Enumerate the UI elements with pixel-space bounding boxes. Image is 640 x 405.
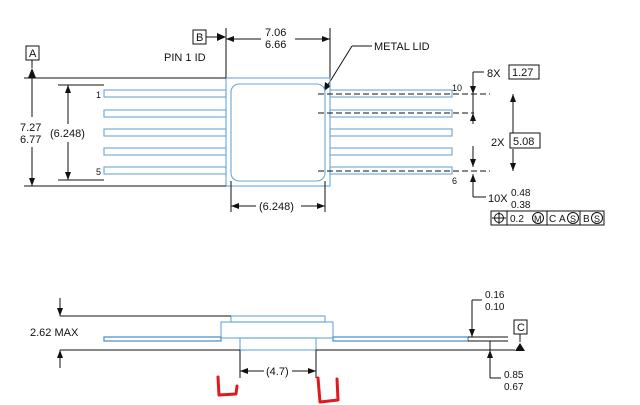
mmc-circle-icon	[532, 212, 544, 224]
inner-height-arrow-top	[65, 85, 71, 93]
height-max: 7.27	[20, 122, 41, 134]
datum-a-label: A	[29, 48, 37, 60]
metal-lid-label: METAL LID	[374, 41, 430, 53]
pin-10-label: 10	[452, 83, 462, 93]
lead-thk-max: 0.16	[485, 290, 505, 301]
height-arrow-bottom	[29, 178, 35, 186]
lead-thk-min: 0.10	[485, 302, 505, 313]
right-lead-centerlines	[318, 93, 490, 172]
fcf-m: M	[534, 214, 542, 224]
left-leads	[103, 89, 227, 175]
pitch-count: 8X	[487, 68, 501, 80]
datum-c-triangle	[515, 343, 525, 351]
side-view-body	[103, 315, 469, 351]
row-value-box	[509, 132, 541, 149]
body-height-arrow-top	[57, 308, 63, 316]
standoff-max: 0.85	[504, 370, 524, 381]
datum-b-label: B	[196, 32, 203, 44]
row-value: 5.08	[513, 136, 534, 148]
lead-count: 10X	[488, 193, 508, 205]
pin1-id-label: PIN 1 ID	[164, 52, 206, 64]
lead-width-max: 0.48	[511, 188, 531, 199]
inner-height-arrow-bottom	[65, 172, 71, 180]
inner-width-arrow-left	[231, 203, 239, 209]
lid-width-arrow-left	[226, 36, 234, 42]
base-width-arrow-left	[240, 368, 248, 374]
lead-width-min: 0.38	[511, 200, 531, 211]
body-height-label: 2.62 MAX	[30, 327, 79, 339]
fcf-datum-b: B	[583, 214, 590, 225]
pin-5-label: 5	[96, 167, 101, 177]
fcf-tolerance: 0.2	[510, 214, 524, 225]
fcf-datum-a: A	[559, 214, 566, 225]
pitch-value: 1.27	[512, 67, 533, 79]
inner-width-label: (6.248)	[259, 201, 294, 213]
standoff-min: 0.67	[504, 382, 524, 393]
right-leads	[329, 89, 453, 175]
pin-6-label: 6	[452, 176, 457, 186]
standoff-arrow	[487, 350, 493, 358]
lead-width-arrow-top	[470, 159, 476, 167]
package-body	[225, 77, 331, 187]
fcf-datum-c: C	[549, 214, 556, 225]
datum-a-triangle	[28, 68, 36, 78]
base-width-label: (4.7)	[266, 366, 289, 378]
inner-width-arrow-right	[317, 203, 325, 209]
row-count: 2X	[491, 137, 505, 149]
fcf-s-b: S	[594, 214, 600, 224]
red-markup-left	[216, 375, 239, 397]
feature-control-frame	[490, 210, 605, 226]
inner-height-label: (6.248)	[50, 128, 85, 140]
lead-width-arrow-bottom	[470, 174, 476, 182]
row-arrow-bottom	[510, 163, 516, 171]
pin-1-label: 1	[96, 90, 101, 100]
lid-width-arrow-right	[322, 36, 330, 42]
lid-width-min: 6.66	[265, 39, 286, 51]
pitch-value-box	[508, 64, 540, 80]
pitch-arrow-top	[470, 86, 476, 94]
lid-width-max: 7.06	[265, 27, 286, 39]
metal-lid	[230, 83, 326, 182]
height-min: 6.77	[20, 134, 41, 146]
metal-lid-arrow	[324, 82, 331, 91]
fcf-s-a: S	[570, 214, 576, 224]
lead-thk-arrow	[469, 329, 475, 337]
row-arrow-top	[510, 94, 516, 102]
rfs-circle-a-icon	[567, 212, 579, 224]
body-height-arrow-bottom	[57, 350, 63, 358]
base-width-arrow-right	[308, 368, 316, 374]
datum-b-triangle	[217, 33, 226, 41]
red-markup-right	[316, 376, 340, 404]
rfs-circle-b-icon	[591, 212, 603, 224]
datum-c-label: C	[517, 322, 525, 334]
